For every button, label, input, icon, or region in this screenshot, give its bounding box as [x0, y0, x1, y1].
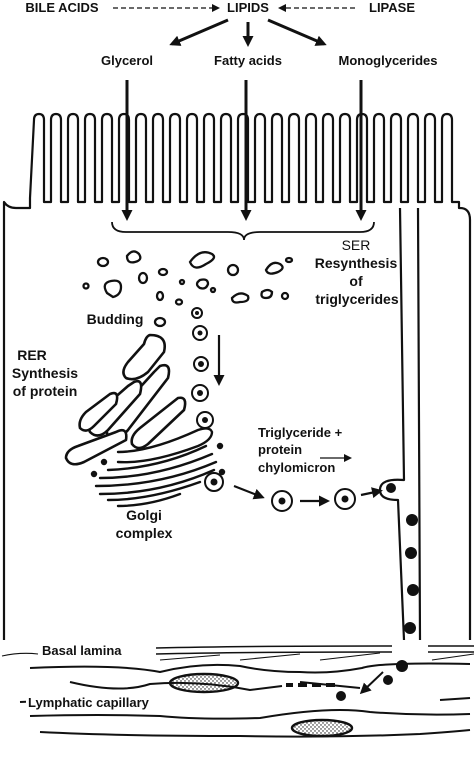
golgi-complex [90, 427, 226, 508]
bile-acids-label: BILE ACIDS [25, 0, 99, 15]
fatty-acids-label: Fatty acids [214, 53, 282, 68]
basal-lamina [1, 645, 474, 661]
ser-label-line3: of [349, 273, 363, 289]
rer-cisternae [64, 333, 187, 466]
lymph-entry-arrow [359, 671, 384, 695]
capillary-wall-dashes [286, 683, 335, 687]
glycerol-label: Glycerol [100, 53, 154, 68]
budding-label: Budding [86, 311, 144, 327]
lipase-label: LIPASE [369, 0, 415, 15]
absorption-brace [111, 221, 375, 241]
chylomicron-label-line1: Triglyceride + [258, 425, 343, 440]
lipids-to-monoglycerides-arrow [267, 18, 327, 46]
lateral-space-droplets [336, 483, 419, 701]
golgi-label-line2: complex [115, 525, 173, 541]
lymphatic-capillary-label: Lymphatic capillary [26, 695, 200, 711]
rer-label-line3: of protein [12, 383, 78, 399]
chylomicron-path [204, 472, 383, 512]
chylomicron-label-line2: protein [258, 442, 303, 457]
lymphatic-capillary [19, 662, 471, 738]
rer-label-line1: RER [17, 347, 47, 363]
monoglycerides-label: Monoglycerides [338, 53, 438, 68]
basal-lamina-label: Basal lamina [42, 643, 122, 658]
budding-droplets [191, 307, 214, 429]
endothelial-nuclei [168, 672, 354, 738]
ser-label-line2: Resynthesis [314, 255, 398, 271]
ser-label-line4: triglycerides [315, 291, 399, 307]
ser-label-line1: SER [341, 237, 371, 253]
rer-label-line2: Synthesis [11, 365, 79, 381]
lipids-to-glycerol-arrow [169, 18, 229, 46]
ser-vesicles [82, 250, 294, 328]
lipids-label: LIPIDS [227, 0, 269, 15]
chylomicron-label-line3: chylomicron [258, 460, 336, 475]
golgi-label-line1: Golgi [126, 507, 162, 523]
